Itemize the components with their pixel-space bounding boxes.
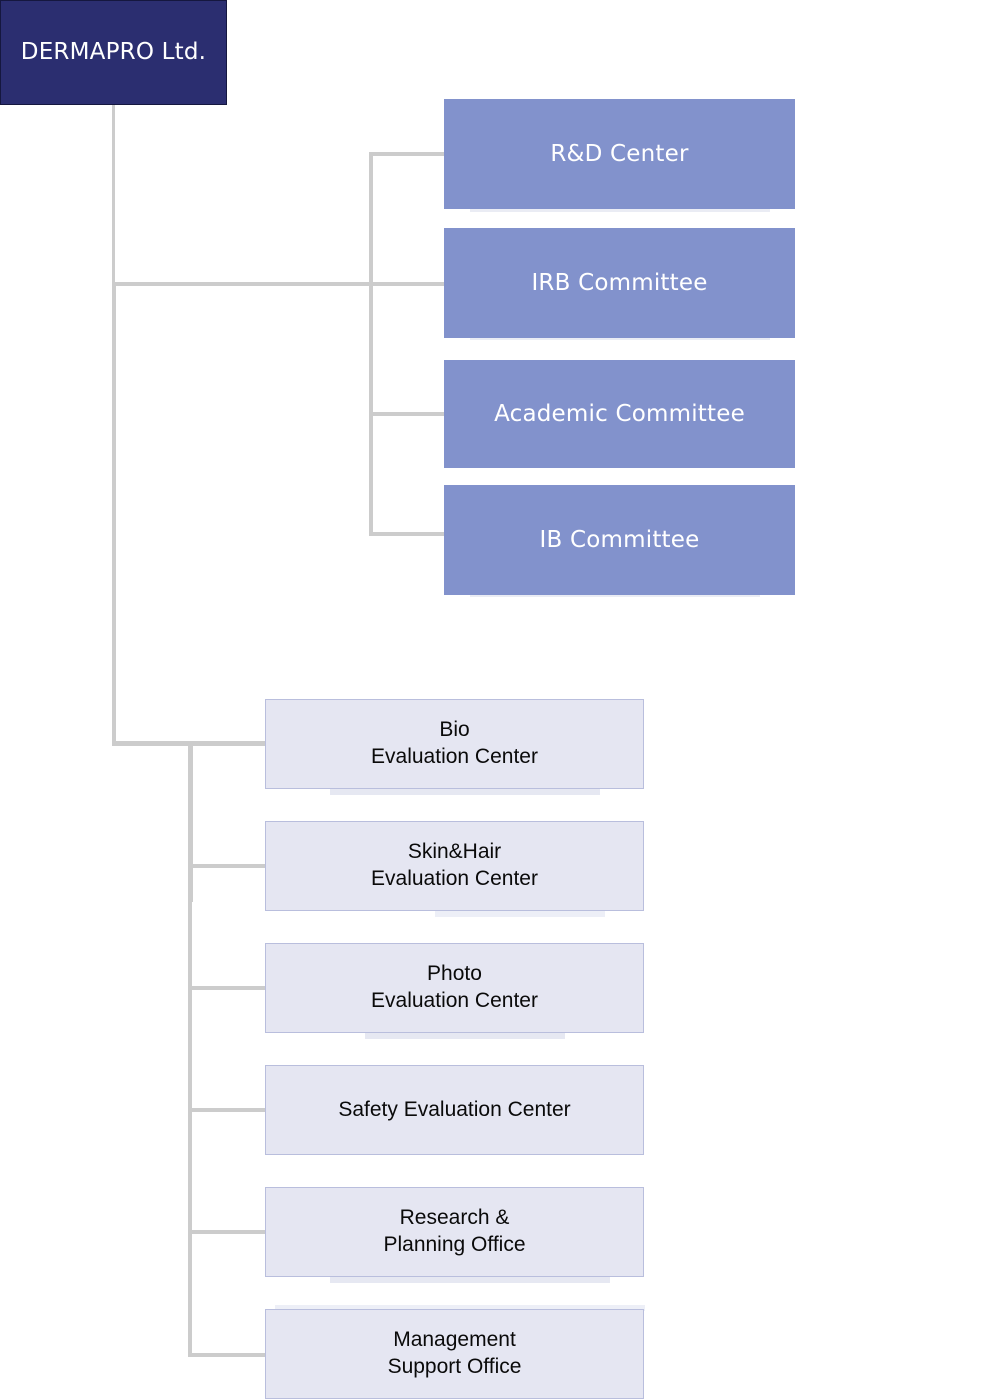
shadow-department-1 [330, 789, 600, 795]
shadow-department-5 [330, 1277, 610, 1283]
node-root-label: DERMAPRO Ltd. [20, 38, 207, 65]
connector-branch-committee-1 [369, 152, 447, 156]
node-committee-label: Academic Committee [494, 400, 745, 427]
node-committee-label: R&D Center [550, 140, 689, 167]
connector-branch-committee-2 [369, 282, 447, 286]
connector-branch-department-3 [188, 986, 270, 990]
connector-root-trunk [112, 105, 115, 285]
node-department-research-planning-office[interactable]: Research & Planning Office [265, 1187, 644, 1277]
node-department-safety-evaluation-center[interactable]: Safety Evaluation Center [265, 1065, 644, 1155]
connector-committee-riser [369, 152, 373, 536]
connector-branch-department-1 [112, 741, 270, 746]
node-root-dermapro[interactable]: DERMAPRO Ltd. [0, 0, 227, 105]
shadow-department-3 [365, 1033, 565, 1039]
node-department-label: Research & Planning Office [383, 1206, 526, 1256]
connector-branch-department-6 [188, 1353, 270, 1357]
node-department-skin-hair-evaluation-center[interactable]: Skin&Hair Evaluation Center [265, 821, 644, 911]
shadow-department-2 [435, 911, 605, 917]
node-department-label: Bio Evaluation Center [371, 718, 538, 768]
node-department-photo-evaluation-center[interactable]: Photo Evaluation Center [265, 943, 644, 1033]
connector-branch-department-4 [188, 1108, 270, 1112]
connector-branch-department-2 [188, 864, 270, 868]
node-committee-label: IB Committee [539, 526, 700, 553]
shadow-department-6 [275, 1305, 645, 1311]
node-department-bio-evaluation-center[interactable]: Bio Evaluation Center [265, 699, 644, 789]
node-department-label: Management Support Office [387, 1328, 522, 1378]
connector-branch-committee-3 [369, 412, 447, 416]
node-committee-rd-center[interactable]: R&D Center [444, 99, 795, 209]
connector-department-riser-lower [188, 902, 192, 1357]
node-committee-irb[interactable]: IRB Committee [444, 228, 795, 338]
node-department-label: Skin&Hair Evaluation Center [371, 840, 538, 890]
node-committee-ib[interactable]: IB Committee [444, 485, 795, 595]
connector-branch-department-5 [188, 1230, 270, 1234]
node-committee-label: IRB Committee [531, 269, 708, 296]
node-department-label: Photo Evaluation Center [371, 962, 538, 1012]
node-committee-academic[interactable]: Academic Committee [444, 360, 795, 468]
connector-department-riser-upper [188, 746, 193, 902]
node-department-management-support-office[interactable]: Management Support Office [265, 1309, 644, 1399]
connector-trunk-to-committee-riser [112, 282, 374, 286]
connector-branch-committee-4 [369, 532, 447, 536]
shadow-committee-1 [470, 207, 770, 212]
node-department-label: Safety Evaluation Center [338, 1097, 571, 1121]
connector-root-trunk-lower [112, 285, 116, 745]
